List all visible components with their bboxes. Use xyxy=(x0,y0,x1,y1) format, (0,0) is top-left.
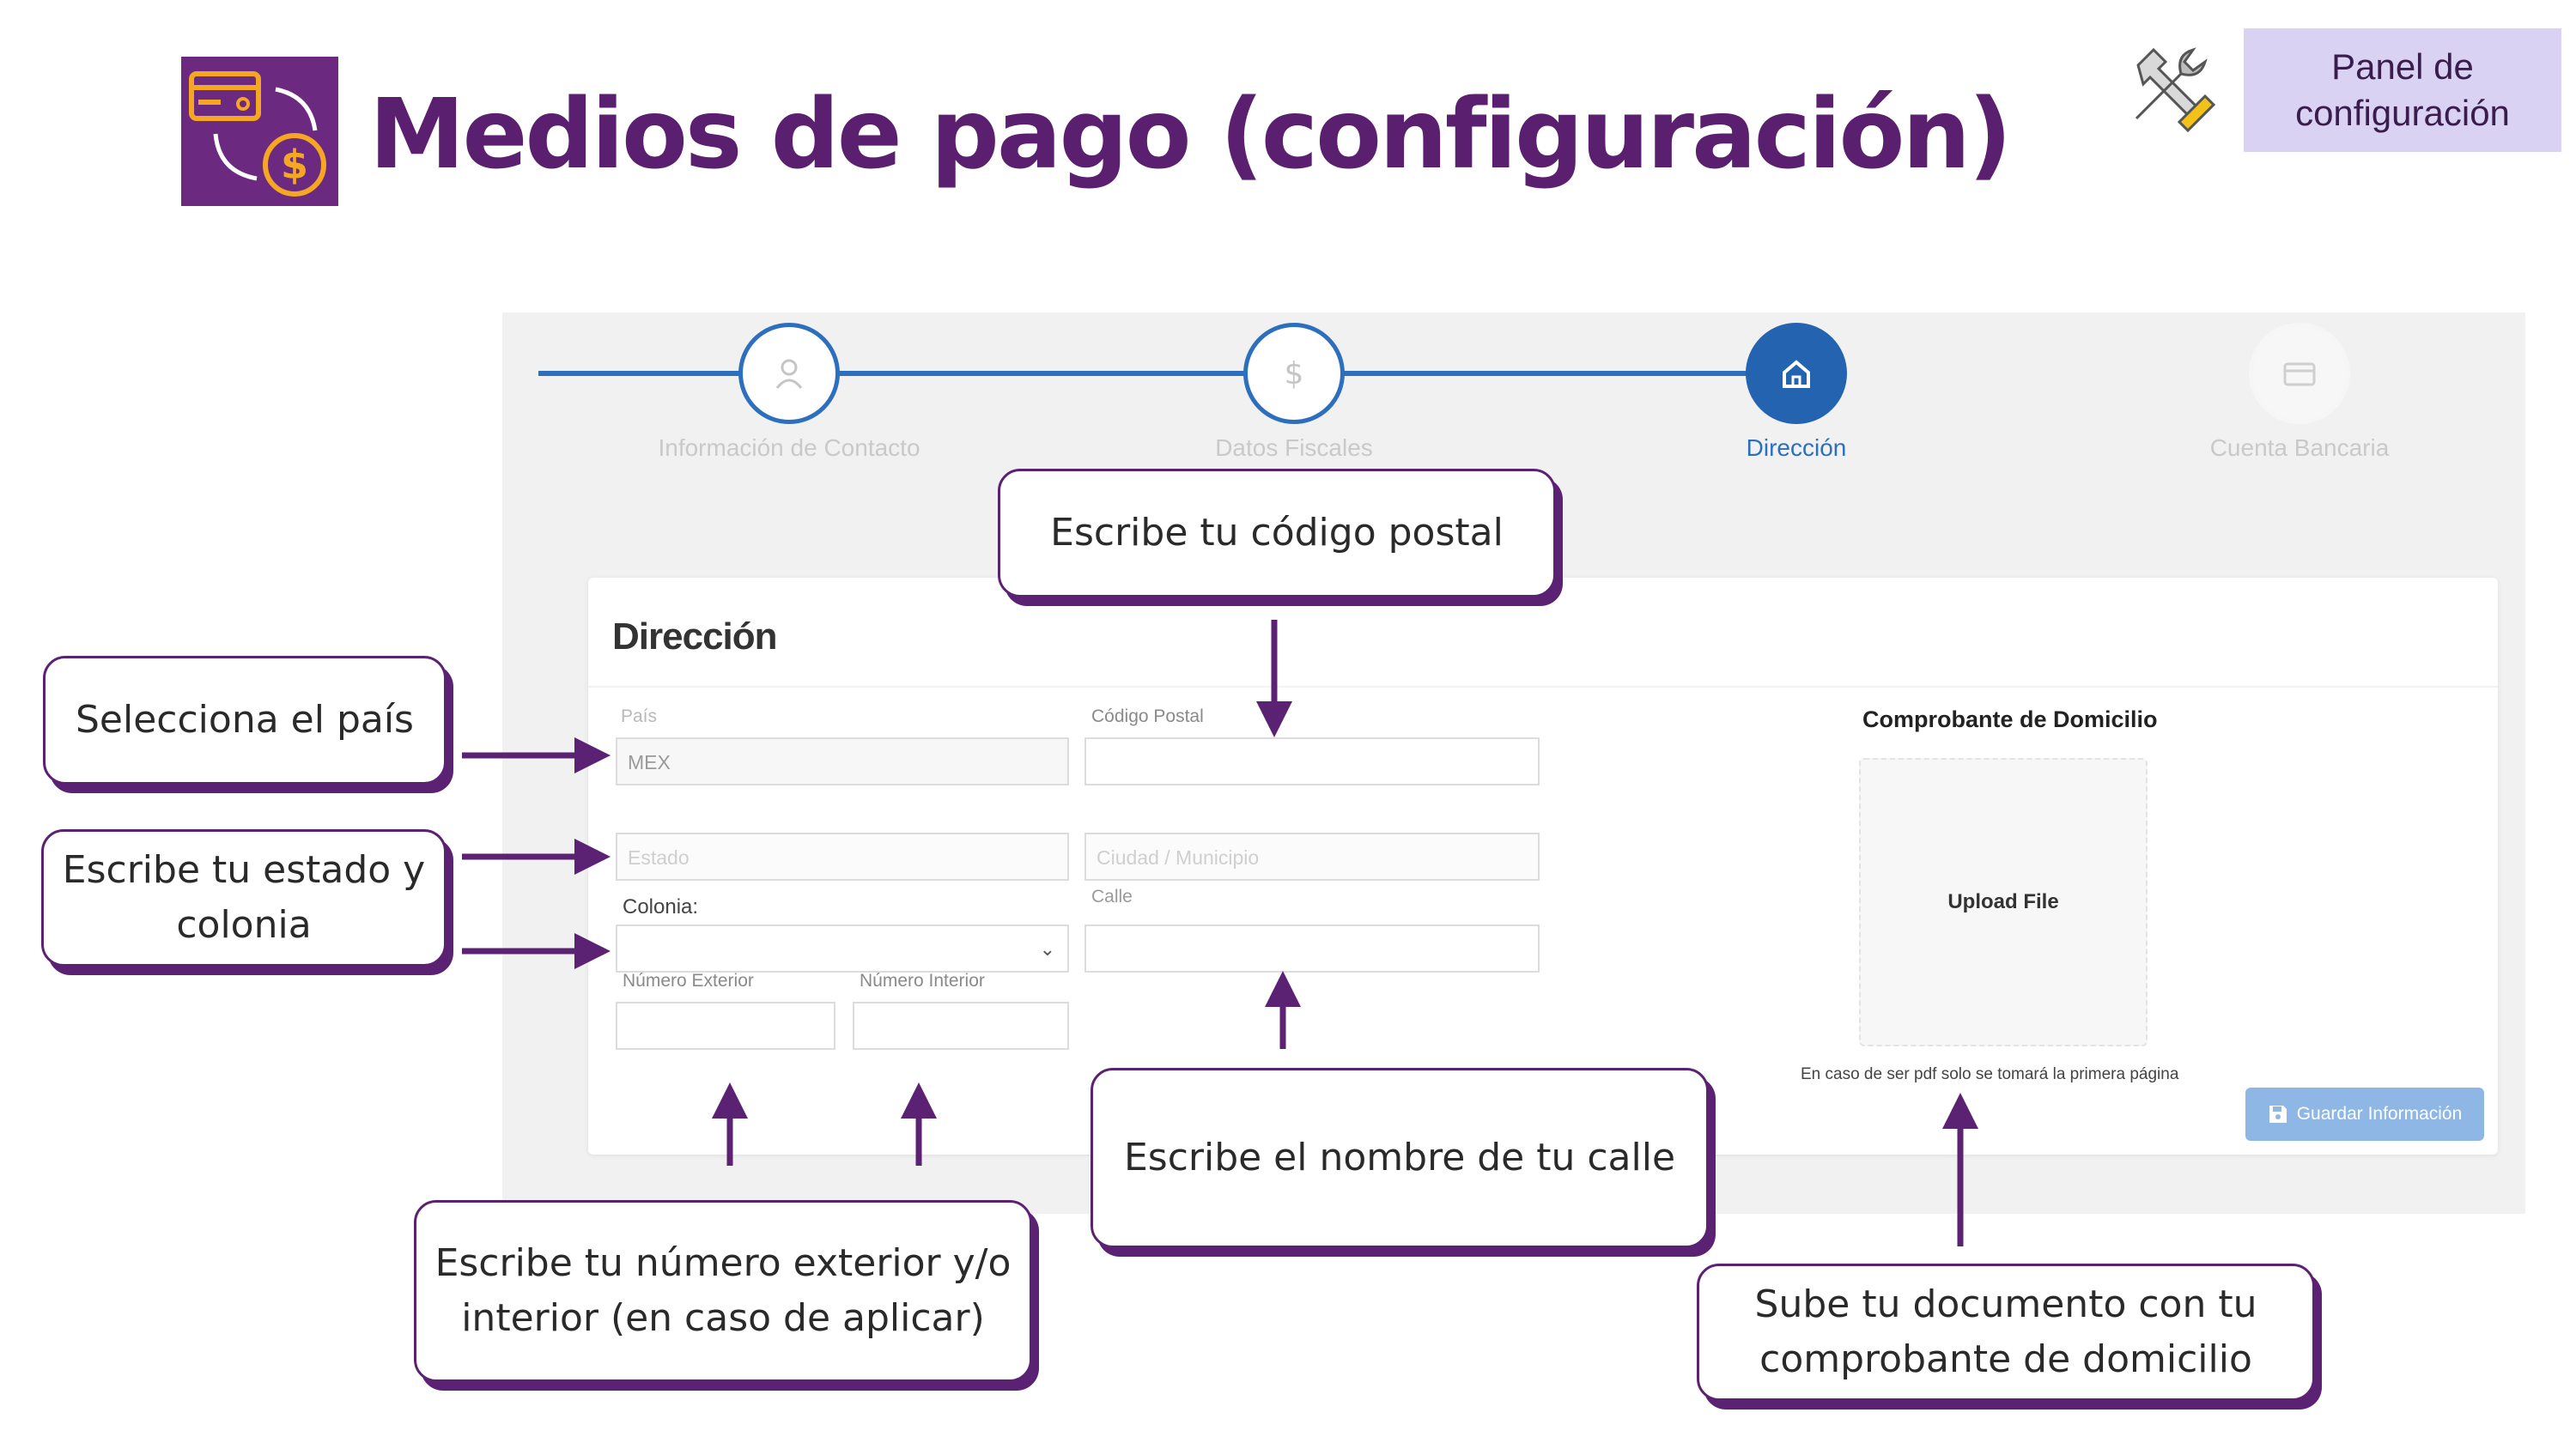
panel-config-badge[interactable]: Panel de configuración xyxy=(2244,28,2561,152)
ciudad-field[interactable]: Ciudad / Municipio xyxy=(1084,833,1540,881)
callout-pais: Selecciona el país xyxy=(43,656,447,785)
address-form-card: Dirección País MEX Código Postal Estado … xyxy=(588,578,2498,1155)
pais-label: País xyxy=(621,706,658,726)
callout-calle: Escribe el nombre de tu calle xyxy=(1091,1068,1709,1248)
step-cuenta-label: Cuenta Bancaria xyxy=(2209,434,2390,461)
save-button[interactable]: Guardar Información xyxy=(2245,1088,2484,1141)
dollar-icon: $ xyxy=(1285,356,1304,391)
step-fiscal[interactable]: $ Datos Fiscales xyxy=(1122,323,1466,462)
page-title: Medios de pago (configuración) xyxy=(369,79,2012,191)
card-payment-icon: $ xyxy=(189,71,326,197)
upload-note: En caso de ser pdf solo se tomará la pri… xyxy=(1801,1065,2179,1083)
form-title: Dirección xyxy=(612,615,778,658)
payment-logo: $ xyxy=(181,57,338,206)
callout-codigo-postal: Escribe tu código postal xyxy=(998,469,1556,597)
svg-text:$: $ xyxy=(281,142,308,188)
callout-estado-colonia: Escribe tu estado y colonia xyxy=(41,829,447,967)
step-fiscal-circle: $ xyxy=(1243,323,1345,424)
step-direccion-label: Dirección xyxy=(1746,434,1847,461)
num-ext-field[interactable] xyxy=(616,1002,835,1050)
step-cuenta-circle xyxy=(2249,323,2350,424)
chevron-down-icon: ⌄ xyxy=(1039,938,1055,960)
card-icon xyxy=(2283,362,2316,386)
form-divider xyxy=(588,686,2498,688)
stepper-progress-line xyxy=(538,371,1801,376)
step-direccion[interactable]: Dirección xyxy=(1625,323,1968,462)
num-ext-label: Número Exterior xyxy=(623,971,754,991)
estado-field[interactable]: Estado xyxy=(616,833,1069,881)
pais-field[interactable]: MEX xyxy=(616,737,1069,785)
colonia-label: Colonia: xyxy=(623,895,699,919)
upload-dropzone[interactable]: Upload File xyxy=(1859,758,2148,1046)
doc-title: Comprobante de Domicilio xyxy=(1862,706,2158,732)
step-cuenta[interactable]: Cuenta Bancaria xyxy=(2128,323,2471,462)
svg-text:$: $ xyxy=(1285,356,1304,391)
user-icon xyxy=(775,359,803,389)
cp-field[interactable] xyxy=(1084,737,1540,785)
floppy-disk-icon xyxy=(2269,1106,2287,1123)
home-icon xyxy=(1783,360,1810,388)
step-contact-circle xyxy=(738,323,840,424)
step-fiscal-label: Datos Fiscales xyxy=(1215,434,1373,461)
step-direccion-circle xyxy=(1746,323,1847,424)
colonia-select[interactable]: ⌄ xyxy=(616,925,1069,973)
tools-icon xyxy=(2119,39,2221,141)
save-button-label: Guardar Información xyxy=(2296,1104,2463,1124)
upload-label: Upload File xyxy=(1947,890,2059,913)
step-contact[interactable]: Información de Contacto xyxy=(617,323,961,462)
calle-field[interactable] xyxy=(1084,925,1540,973)
num-int-field[interactable] xyxy=(853,1002,1069,1050)
step-contact-label: Información de Contacto xyxy=(658,434,920,461)
cp-label: Código Postal xyxy=(1091,706,1204,726)
calle-label: Calle xyxy=(1091,887,1133,906)
callout-documento: Sube tu documento con tu comprobante de … xyxy=(1697,1264,2315,1401)
num-int-label: Número Interior xyxy=(860,971,985,991)
callout-numero: Escribe tu número exterior y/o interior … xyxy=(414,1200,1032,1382)
app-screenshot: Información de Contacto $ Datos Fiscales… xyxy=(502,312,2525,1214)
